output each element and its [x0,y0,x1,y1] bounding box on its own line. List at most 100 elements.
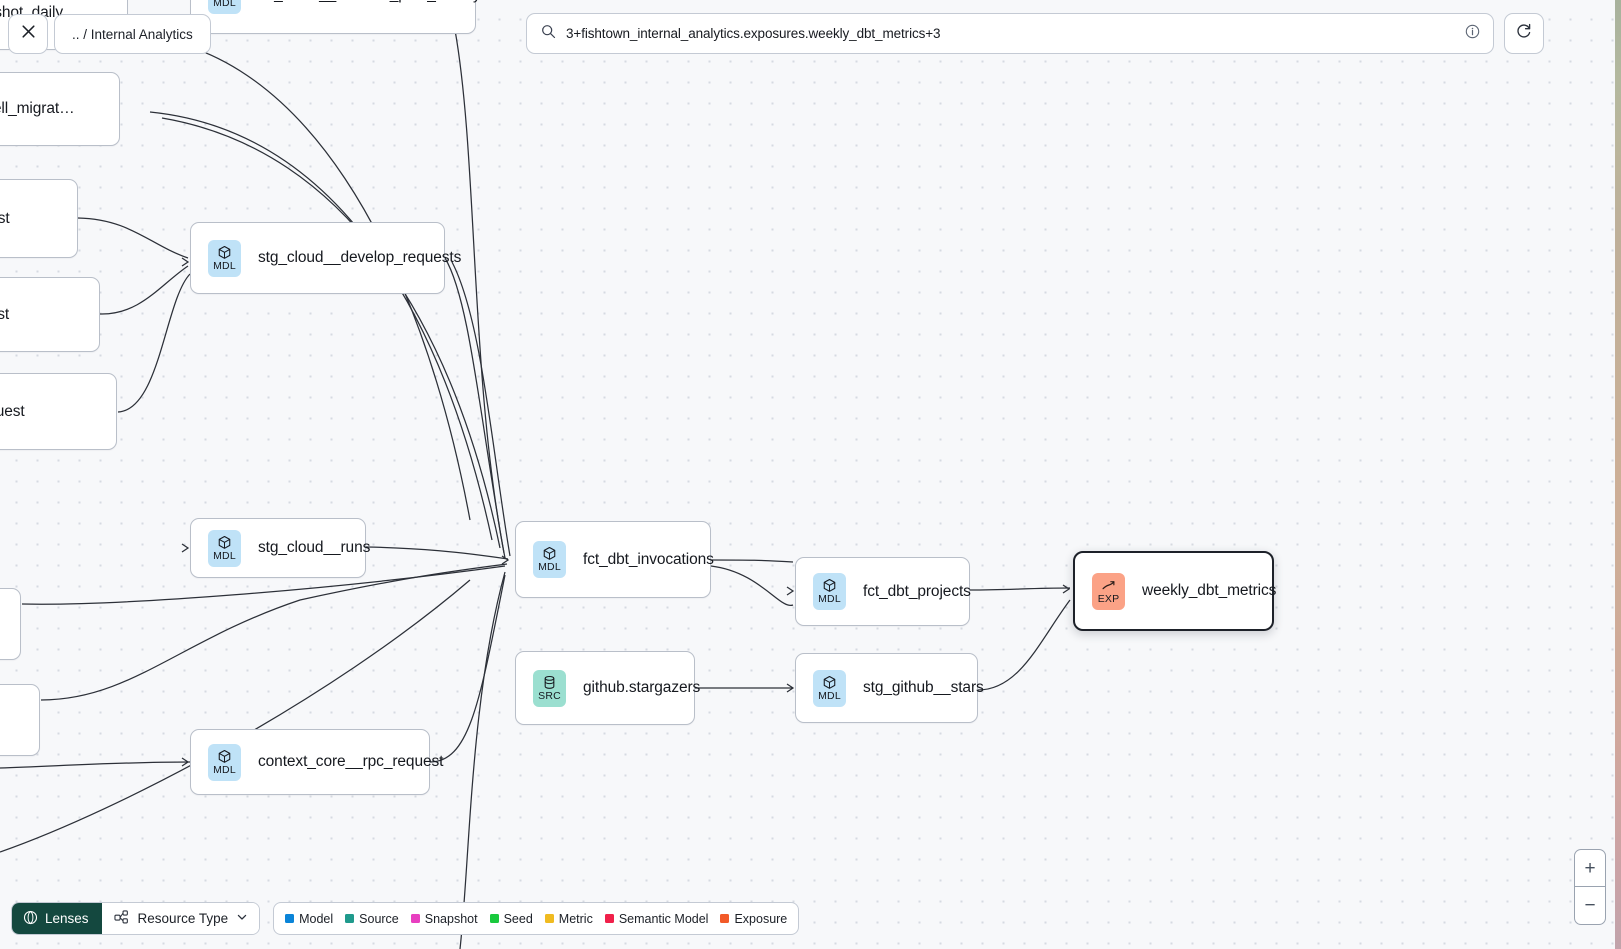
lineage-edge-arrow [501,555,510,565]
legend-item[interactable]: Semantic Model [604,911,709,926]
close-icon [20,23,37,45]
node-type-abbr: MDL [213,549,236,562]
lineage-edge [0,761,191,769]
node-label: int_cloud__account_plan_history [258,0,481,4]
node-label: fct_dbt_projects [863,582,971,600]
node-type-abbr: MDL [818,689,841,702]
lineage-edge [710,565,794,606]
cube-icon [822,675,837,690]
search-input[interactable] [566,26,1455,41]
lenses-label: Lenses [45,911,89,926]
node-type-badge: MDL [813,573,846,610]
lineage-edge [454,29,506,559]
search-box[interactable] [526,13,1494,54]
chevron-down-icon [236,911,248,926]
lineage-node[interactable]: MDL fct_dbt_projects [795,557,971,626]
node-label: _develop_request [0,402,25,420]
lineage-node[interactable]: _develop_request [0,373,117,450]
legend-label: Source [359,911,399,926]
resource-type-label: Resource Type [137,911,229,926]
lineage-edge-arrow [181,543,190,553]
lineage-edge [40,563,508,701]
legend-item[interactable]: Model [285,912,333,926]
lenses-button[interactable]: Lenses [12,903,102,934]
legend-label: Exposure [734,911,788,926]
resource-type-dropdown[interactable]: Resource Type [101,903,260,934]
legend-swatch [345,914,355,923]
cube-icon [217,749,232,764]
lineage-node[interactable]: EXP weekly_dbt_metrics [1073,551,1277,631]
lineage-edge [710,559,794,563]
lineage-edge [429,574,506,763]
node-label: stg_github__stars [863,679,984,696]
legend-label: Seed [503,911,533,926]
node-label: weekly_dbt_metrics [1142,582,1277,599]
legend-swatch [720,914,730,923]
lineage-edge [451,261,511,557]
zoom-in-button[interactable]: + [1575,850,1605,887]
search-icon [541,24,556,44]
node-label: github.stargazers [583,679,701,696]
lineage-node[interactable]: .run [0,684,40,756]
legend-swatch [489,914,499,923]
lineage-bottom-toolbar: Lenses Resource Type [11,902,800,935]
legend-swatch [604,914,614,923]
zoom-out-button[interactable]: − [1584,895,1596,916]
right-edge-strip [1615,0,1621,949]
node-type-abbr: MDL [818,593,841,605]
node-type-badge: MDL [533,541,566,578]
trend-up-icon [1101,578,1116,593]
refresh-button[interactable] [1504,13,1544,54]
node-type-abbr: SRC [538,689,561,702]
node-type-abbr: MDL [213,259,236,272]
lineage-node[interactable]: SRC github.stargazers [515,651,700,725]
lineage-node[interactable]: n [0,588,21,660]
lineage-edge-arrow [786,586,795,596]
node-label: op_request [0,209,10,227]
lineage-edge [365,546,509,560]
node-type-badge: MDL [208,0,241,14]
legend-item[interactable]: Seed [489,911,533,926]
legend-item[interactable]: Snapshot [410,912,478,926]
node-type-badge: SRC [533,669,566,707]
node-label: velop_request [0,305,10,323]
legend-swatch [410,914,420,923]
lineage-node[interactable]: op_request [0,179,78,258]
breadcrumb[interactable]: .. / Internal Analytics [54,14,211,54]
lineage-edge-arrow [181,757,190,767]
lineage-node[interactable]: velop_request [0,277,100,352]
lineage-node[interactable]: MDL int_cloud__account_plan_history [190,0,481,34]
breadcrumb-label: .. / Internal Analytics [72,26,193,42]
close-button[interactable] [8,14,48,54]
lineage-node[interactable]: MDL stg_cloud__runs [190,518,370,578]
legend-item[interactable]: Source [345,912,399,926]
node-type-badge: MDL [208,529,241,567]
info-circle-icon[interactable] [1465,24,1480,44]
resource-type-legend: Model Source Snapshot Seed Metric Semantic Mo… [273,902,800,935]
node-label: stg_cloud__runs [258,539,371,556]
lineage-node[interactable]: multicell_migrat… [0,72,120,146]
legend-item[interactable]: Metric [544,912,593,926]
node-label: multicell_migrat… [0,100,75,117]
lineage-edge-arrow [1062,584,1071,594]
lineage-header-left: .. / Internal Analytics [8,14,211,54]
cube-icon [822,578,837,593]
node-label: context_core__rpc_request [258,753,444,770]
lineage-edge [117,273,191,413]
lineage-edge [149,111,493,541]
lens-icon [23,910,38,928]
legend-item[interactable]: Exposure [720,912,787,926]
database-icon [542,675,557,690]
legend-swatch [544,914,554,923]
node-type-badge: EXP [1092,572,1125,610]
lineage-node[interactable]: MDL stg_github__stars [795,653,984,723]
lineage-edge [977,599,1071,691]
lineage-edge [459,571,506,949]
legend-label: Semantic Model [618,911,709,926]
lineage-edge [161,117,501,549]
